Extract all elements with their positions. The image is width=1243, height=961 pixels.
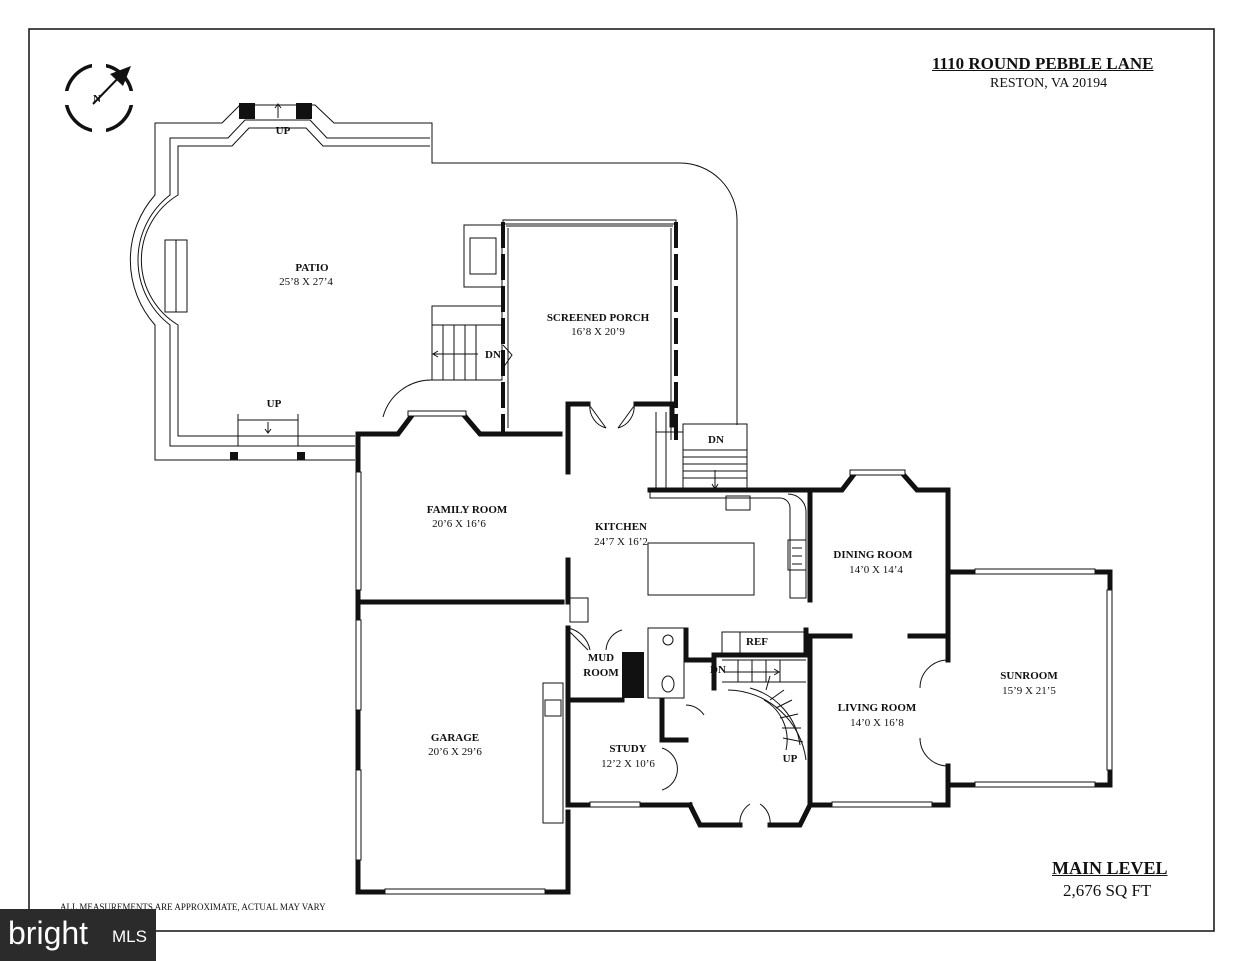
mudroom-cabinet (622, 652, 644, 698)
room-name-mudroom-line2: ROOM (583, 667, 619, 679)
room-name-family-room: FAMILY ROOM (427, 504, 508, 516)
room-name-study: STUDY (609, 743, 646, 755)
room-dims-living-room: 14’0 X 16’8 (850, 717, 904, 729)
interior-doors (661, 659, 949, 826)
pillar (239, 103, 255, 119)
measurement-disclaimer: ALL MEASUREMENTS ARE APPROXIMATE, ACTUAL… (60, 902, 326, 912)
porch-stairs (655, 412, 748, 492)
garage-fixtures (542, 597, 589, 824)
stair-arrows (264, 103, 282, 434)
marker-dn-basement: DN (710, 664, 726, 676)
address-title: 1110 ROUND PEBBLE LANE (932, 54, 1154, 73)
patio-steps (237, 104, 299, 446)
room-dims-dining-room: 14’0 X 14’4 (849, 564, 903, 576)
stair-markers: UP UP DN DN DN UP REF (267, 125, 798, 765)
screened-porch-walls (501, 219, 678, 440)
room-labels: PATIO 25’8 X 27’4 SCREENED PORCH 16’8 X … (279, 262, 1058, 770)
room-name-living-room: LIVING ROOM (838, 702, 917, 714)
room-dims-sunroom: 15’9 X 21’5 (1002, 685, 1056, 697)
house-walls (355, 401, 1113, 895)
marker-up-main: UP (783, 753, 798, 765)
room-dims-study: 12’2 X 10’6 (601, 758, 655, 770)
room-name-dining-room: DINING ROOM (833, 549, 913, 561)
watermark-brand: bright (8, 915, 89, 951)
compass-icon (63, 62, 135, 134)
room-name-patio: PATIO (295, 262, 329, 274)
room-dims-garage: 20’6 X 29’6 (428, 746, 482, 758)
pillar (230, 452, 238, 460)
room-name-mudroom-line1: MUD (588, 652, 614, 664)
main-stairs (721, 631, 807, 761)
marker-ref: REF (746, 636, 768, 648)
marker-dn-patio: DN (485, 349, 501, 361)
room-name-garage: GARAGE (431, 732, 479, 744)
patio-stairs (431, 305, 503, 381)
marker-up-patio-top: UP (276, 125, 291, 137)
room-dims-patio: 25’8 X 27’4 (279, 276, 333, 288)
room-name-kitchen: KITCHEN (595, 521, 647, 533)
kitchen-fixtures (589, 403, 807, 599)
room-dims-kitchen: 24’7 X 16’2 (594, 536, 648, 548)
windows (355, 410, 1113, 895)
marker-up-patio-bottom: UP (267, 398, 282, 410)
level-square-footage: 2,676 SQ FT (1063, 881, 1152, 900)
marker-dn-porch: DN (708, 434, 724, 446)
level-title: MAIN LEVEL (1052, 858, 1168, 878)
grill-icon (463, 224, 503, 288)
page-frame (28, 28, 1215, 932)
patio-curve (382, 379, 500, 418)
mudroom-fixtures (567, 627, 685, 699)
address-city: RESTON, VA 20194 (990, 76, 1108, 91)
room-dims-family-room: 20’6 X 16’6 (432, 518, 486, 530)
pillar (297, 452, 305, 460)
watermark-suffix: MLS (112, 927, 147, 946)
patio-outline (129, 104, 738, 461)
pillar (296, 103, 312, 119)
room-dims-screened-porch: 16’8 X 20’9 (571, 326, 625, 338)
room-name-screened-porch: SCREENED PORCH (547, 312, 650, 324)
watermark: bright MLS (0, 909, 156, 961)
room-name-sunroom: SUNROOM (1000, 670, 1058, 682)
compass-label: N (93, 93, 101, 105)
